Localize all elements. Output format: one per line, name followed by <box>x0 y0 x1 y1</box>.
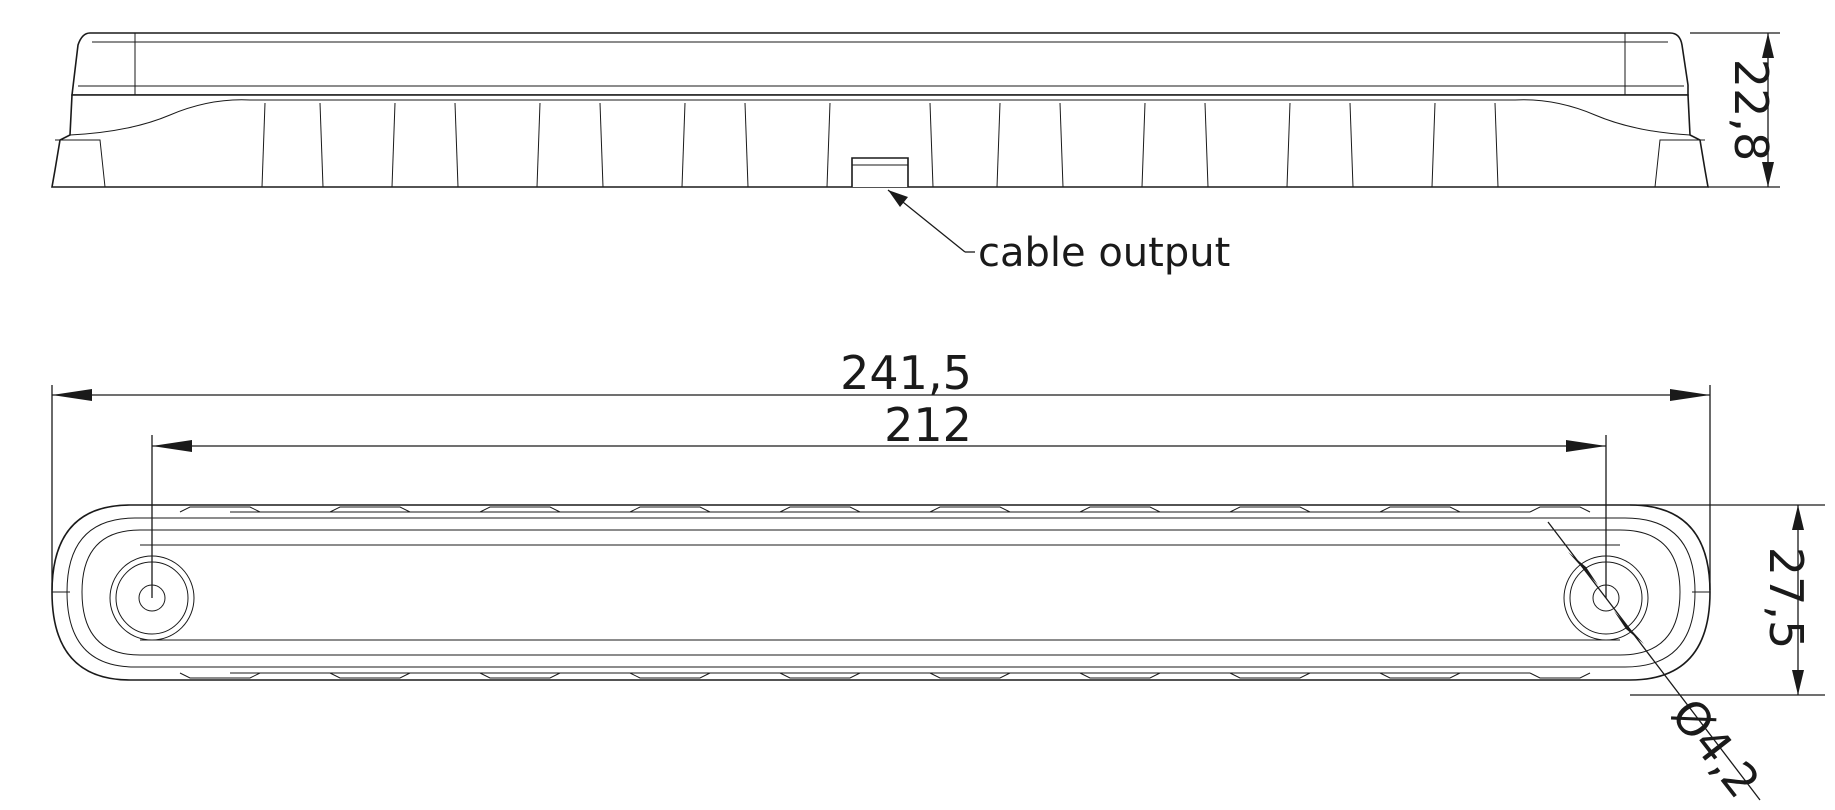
width-label: 27,5 <box>1759 547 1813 649</box>
top-view: 241,5 212 27,5 Ø4,2 <box>51 346 1825 808</box>
top-view-body <box>51 504 1711 681</box>
top-view-serrations <box>179 506 1591 679</box>
width-dimension: 27,5 <box>1630 504 1825 696</box>
hole-diameter-label: Ø4,2 <box>1661 688 1771 807</box>
cable-output-notch <box>851 157 909 187</box>
hole-spacing-dimension: 212 <box>151 398 1607 598</box>
side-view-ribs <box>261 102 1499 188</box>
overall-length-label: 241,5 <box>840 346 972 400</box>
side-view: 22,8 cable output <box>51 32 1780 276</box>
height-dimension: 22,8 <box>1690 32 1780 188</box>
height-dimension-label: 22,8 <box>1724 59 1778 161</box>
hole-spacing-label: 212 <box>884 398 972 452</box>
side-view-cover <box>71 32 1689 96</box>
cable-output-callout: cable output <box>887 189 1230 276</box>
cable-output-label: cable output <box>978 230 1230 276</box>
overall-length-dimension: 241,5 <box>51 346 1711 590</box>
